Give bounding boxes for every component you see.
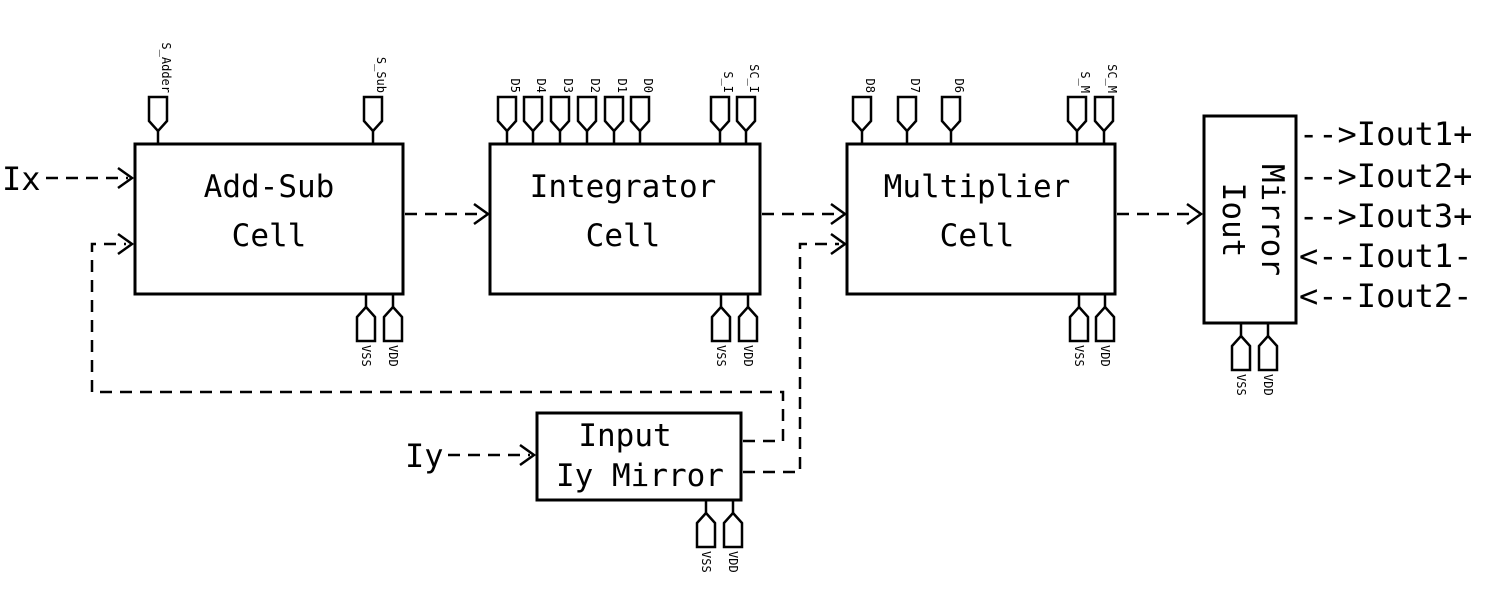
iy-arrowhead <box>519 443 537 467</box>
ix-input-label: Ix <box>2 160 41 198</box>
multiplier-d8-pin <box>851 95 873 133</box>
ix-arrowhead <box>117 166 135 190</box>
multiplier-cell-label-line2: Cell <box>940 218 1015 254</box>
input-mirror-vss-pin-label: VSS <box>699 551 713 573</box>
integrator-vdd-pin <box>737 305 759 343</box>
multiplier-cell-block <box>845 142 1117 296</box>
add-sub-s-adder-pin <box>147 95 169 133</box>
integrator-sc-i-pin-label: SC_I <box>747 64 761 93</box>
integrator-vss-pin <box>710 305 732 343</box>
iout-mirror-label-line1: Iout <box>1215 183 1251 258</box>
add-sub-vss-pin-label: VSS <box>359 345 373 367</box>
iy-mirror-to-multiplier-arrowhead <box>830 232 848 256</box>
input-mirror-vdd-pin-label: VDD <box>726 551 740 573</box>
input-iy-mirror-label-line1: Input <box>578 418 671 454</box>
iout2-plus-output: -->Iout2+ <box>1299 157 1472 195</box>
multiplier-d6-pin-label: D6 <box>952 79 966 93</box>
integrator-d1-pin <box>603 95 625 133</box>
multiplier-s-m-pin-label: S_M <box>1078 71 1092 93</box>
iout-mirror-label-line2: Mirror <box>1254 164 1290 276</box>
iout2-minus-input: <--Iout2- <box>1299 277 1472 315</box>
iy-input-label: Iy <box>405 437 444 475</box>
multiplier-s-m-pin <box>1066 95 1088 133</box>
multiplier-vdd-pin-label: VDD <box>1098 345 1112 367</box>
iout-mirror-vss-pin-label: VSS <box>1234 374 1248 396</box>
integrator-d4-pin-label: D4 <box>534 79 548 93</box>
iy-mirror-to-add-sub-arrowhead <box>117 232 135 256</box>
add-sub-vss-pin <box>355 305 377 343</box>
add-sub-vdd-pin-label: VDD <box>386 345 400 367</box>
integrator-d3-pin <box>549 95 571 133</box>
iout-mirror-vss-pin <box>1230 334 1252 372</box>
integrator-d0-pin <box>629 95 651 133</box>
add-sub-to-integrator-arrowhead <box>473 202 491 226</box>
integrator-d3-pin-label: D3 <box>561 79 575 93</box>
multiplier-d6-pin <box>940 95 962 133</box>
iout-mirror-block <box>1202 114 1298 325</box>
integrator-d5-pin <box>496 95 518 133</box>
add-sub-s-sub-pin-label: S_Sub <box>374 57 388 93</box>
multiplier-vss-pin-label: VSS <box>1072 345 1086 367</box>
multiplier-sc-m-pin <box>1093 95 1115 133</box>
iout1-plus-output: -->Iout1+ <box>1299 115 1472 153</box>
add-sub-cell-label-line1: Add-Sub <box>204 169 335 205</box>
iy-mirror-to-multiplier-wire <box>743 242 839 474</box>
integrator-d4-pin <box>522 95 544 133</box>
multiplier-sc-m-pin-label: SC_M <box>1105 64 1119 93</box>
add-sub-s-sub-pin <box>362 95 384 133</box>
integrator-s-i-pin-label: S_I <box>721 71 735 93</box>
integrator-d0-pin-label: D0 <box>641 79 655 93</box>
iout-mirror-vdd-pin-label: VDD <box>1261 374 1275 396</box>
multiplier-d7-pin <box>896 95 918 133</box>
iout-mirror-vdd-pin <box>1257 334 1279 372</box>
integrator-d1-pin-label: D1 <box>615 79 629 93</box>
input-mirror-vdd-pin <box>722 511 744 549</box>
integrator-d2-pin <box>576 95 598 133</box>
multiplier-to-iout-mirror-arrowhead <box>1186 202 1204 226</box>
add-sub-cell-block <box>133 142 405 296</box>
input-mirror-vss-pin <box>695 511 717 549</box>
integrator-d5-pin-label: D5 <box>508 79 522 93</box>
multiplier-vdd-pin <box>1094 305 1116 343</box>
integrator-d2-pin-label: D2 <box>588 79 602 93</box>
integrator-cell-label-line1: Integrator <box>530 169 717 205</box>
integrator-s-i-pin <box>709 95 731 133</box>
integrator-cell-block <box>488 142 762 296</box>
add-sub-vdd-pin <box>382 305 404 343</box>
integrator-cell-label-line2: Cell <box>586 218 661 254</box>
multiplier-d7-pin-label: D7 <box>908 79 922 93</box>
input-iy-mirror-label-line2: Iy Mirror <box>556 458 724 494</box>
multiplier-cell-label-line1: Multiplier <box>884 169 1071 205</box>
add-sub-s-adder-pin-label: S_Adder <box>159 42 173 93</box>
integrator-vdd-pin-label: VDD <box>741 345 755 367</box>
iout1-minus-input: <--Iout1- <box>1299 237 1472 275</box>
multiplier-d8-pin-label: D8 <box>863 79 877 93</box>
input-iy-mirror-block <box>535 411 743 502</box>
iout3-plus-output: -->Iout3+ <box>1299 197 1472 235</box>
integrator-vss-pin-label: VSS <box>714 345 728 367</box>
integrator-sc-i-pin <box>735 95 757 133</box>
add-sub-cell-label-line2: Cell <box>232 218 307 254</box>
multiplier-vss-pin <box>1068 305 1090 343</box>
integrator-to-multiplier-arrowhead <box>830 202 848 226</box>
